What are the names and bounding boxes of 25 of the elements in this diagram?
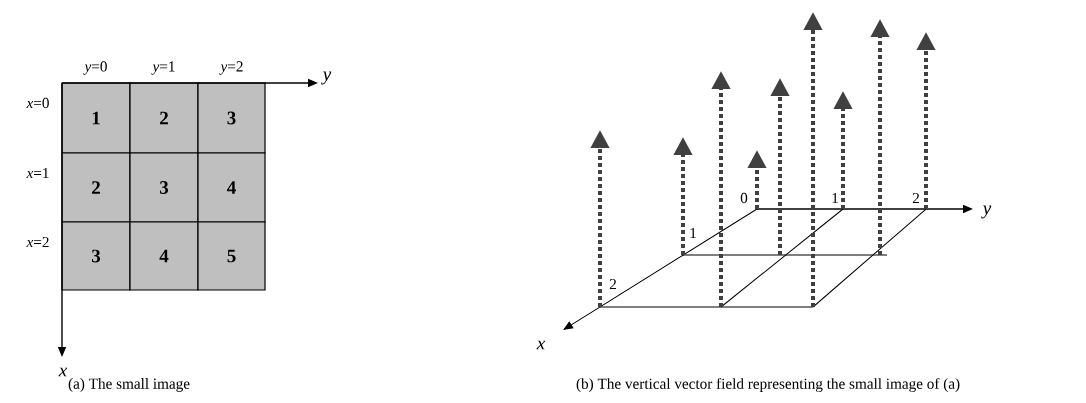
tick-label: 2	[912, 192, 919, 204]
tick-label: 1	[832, 193, 838, 203]
tick-label: x=1	[26, 168, 49, 178]
grid-cell: 4	[197, 152, 266, 223]
axis-label: y	[981, 205, 992, 219]
tick-label: 2	[609, 278, 616, 290]
grid-cell: 1	[61, 82, 131, 154]
grid-cell: 4	[129, 221, 199, 291]
caption: (a) The small image	[68, 378, 190, 392]
tick-label: y=1	[151, 61, 175, 75]
grid-cell: 2	[61, 152, 131, 223]
axis-label: y	[321, 71, 332, 85]
grid-cell: 3	[61, 221, 131, 291]
axis-label: x	[58, 367, 68, 377]
axis-label: x	[536, 340, 546, 350]
tick-label: y=2	[219, 61, 243, 75]
grid-cell: 3	[129, 152, 199, 223]
tick-label: y=0	[83, 61, 107, 75]
grid-cell: 3	[197, 82, 266, 154]
tick-label: 1	[690, 228, 696, 238]
tick-label: x=2	[26, 236, 49, 248]
caption: (b) The vertical vector field representing the small image of (a)	[576, 378, 960, 392]
tick-label: 0	[740, 192, 748, 204]
grid-cell: 5	[197, 221, 266, 291]
grid-cell: 2	[129, 82, 199, 154]
